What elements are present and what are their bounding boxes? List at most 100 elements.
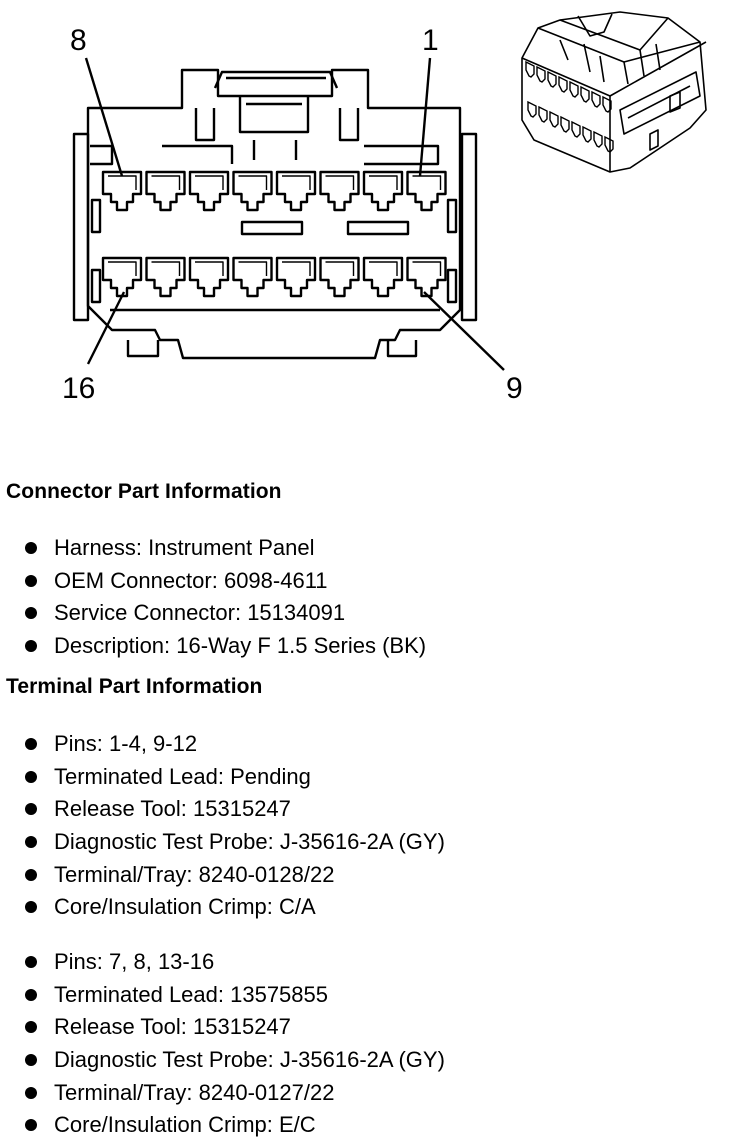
bullet-icon: [25, 1119, 37, 1132]
terminal-cavity: [232, 170, 273, 212]
terminal-cavity: [275, 170, 317, 212]
list-item: Release Tool: 15315247: [0, 1011, 445, 1044]
list-item-text: OEM Connector: 6098-4611: [54, 567, 328, 593]
terminal-cavity: [145, 256, 186, 298]
terminal-cavity-inner: [238, 175, 268, 190]
bullet-icon: [25, 803, 37, 816]
bullet-icon: [25, 1086, 37, 1099]
bullet-icon: [25, 574, 37, 587]
pin-label-9: 9: [506, 372, 523, 405]
terminal-cavity-inner: [195, 261, 224, 276]
list-item-text: Harness: Instrument Panel: [54, 535, 315, 560]
list-item-text: Terminal/Tray: 8240-0127/22: [54, 1079, 335, 1105]
terminal-cavity-inner: [369, 261, 398, 276]
list-item: Core/Insulation Crimp: C/A: [0, 891, 445, 924]
terminal-cavity: [406, 256, 447, 298]
list-item: Core/Insulation Crimp: E/C: [0, 1109, 445, 1142]
list-item: Terminated Lead: 13575855: [0, 979, 445, 1012]
isometric-cavity: [593, 130, 603, 148]
list-item-text: Terminated Lead: 13575855: [54, 981, 328, 1007]
list-item: Terminal/Tray: 8240-0127/22: [0, 1077, 445, 1110]
list-item: Diagnostic Test Probe: J-35616-2A (GY): [0, 1044, 445, 1077]
isometric-cavity: [525, 60, 535, 78]
isometric-cavity: [591, 90, 601, 108]
terminal-cavity: [232, 256, 273, 298]
terminal-cavity-inner: [108, 175, 137, 190]
terminal-cavity: [101, 170, 143, 212]
terminal-cavity-inner: [412, 175, 442, 190]
terminal-cavity: [188, 256, 230, 298]
leader-line-pin-16: [86, 291, 126, 365]
terminal-cavity-inner: [151, 175, 181, 190]
isometric-cavity: [547, 70, 557, 88]
terminal-cavity-inner: [325, 175, 355, 190]
list-item-text: Diagnostic Test Probe: J-35616-2A (GY): [54, 829, 445, 855]
terminal-cavity-inner: [238, 261, 268, 276]
isometric-terminal-cavities: [525, 60, 614, 153]
terminal-cavity: [101, 256, 143, 298]
list-item-text: Terminated Lead: Pending: [54, 763, 311, 789]
terminal-cavity: [145, 170, 186, 212]
leader-line-pin-9: [423, 291, 505, 371]
isometric-cavity: [558, 75, 568, 93]
pin-label-8: 8: [70, 24, 87, 57]
list-item: Terminated Lead: Pending: [0, 761, 445, 794]
isometric-cavity: [538, 105, 548, 123]
terminal-cavities-top-row: [101, 170, 447, 212]
connector-isometric-view: [521, 11, 707, 173]
connector-housing: [72, 68, 478, 360]
bullet-icon: [25, 542, 37, 554]
leader-line-pin-8: [84, 57, 124, 177]
bullet-icon: [25, 738, 37, 750]
list-item-text: Description: 16-Way F 1.5 Series (BK): [54, 633, 427, 659]
isometric-cavity: [527, 100, 537, 118]
bullet-icon: [25, 607, 37, 620]
pin-label-1: 1: [422, 24, 439, 57]
list-item: Pins: 7, 8, 13-16: [0, 946, 445, 979]
terminal-cavity: [362, 256, 404, 298]
isometric-cavity: [560, 115, 570, 133]
list-item: Description: 16-Way F 1.5 Series (BK): [0, 630, 426, 663]
list-item-text: Diagnostic Test Probe: J-35616-2A (GY): [54, 1047, 445, 1073]
bullet-icon: [25, 988, 37, 1001]
terminal-cavity-inner: [325, 261, 355, 276]
bullet-icon: [25, 770, 37, 783]
list-item: Terminal/Tray: 8240-0128/22: [0, 859, 445, 892]
connector-part-info-heading: Connector Part Information: [6, 480, 282, 503]
terminal-cavity-inner: [151, 261, 181, 276]
terminal-cavity-inner: [282, 175, 311, 190]
isometric-cavity: [602, 95, 612, 113]
terminal-cavity: [188, 170, 230, 212]
leader-line-pin-1: [418, 57, 432, 177]
list-item-text: Release Tool: 15315247: [54, 1014, 291, 1040]
list-item: Diagnostic Test Probe: J-35616-2A (GY): [0, 826, 445, 859]
terminal-cavities-bottom-row: [101, 256, 447, 298]
terminal-cavity-inner: [412, 261, 442, 276]
isometric-cavity: [571, 120, 581, 138]
terminal-cavity: [362, 170, 404, 212]
list-item-text: Pins: 1-4, 9-12: [54, 731, 198, 756]
terminal-cavity-inner: [108, 261, 137, 276]
list-item-text: Service Connector: 15134091: [54, 600, 346, 626]
list-item: Harness: Instrument Panel: [0, 532, 426, 565]
list-item-text: Release Tool: 15315247: [54, 796, 291, 822]
list-item-text: Core/Insulation Crimp: C/A: [54, 894, 316, 920]
list-item-text: Terminal/Tray: 8240-0128/22: [54, 861, 335, 887]
isometric-cavity: [604, 135, 614, 153]
list-item: Pins: 1-4, 9-12: [0, 728, 445, 761]
terminal-cavity: [275, 256, 317, 298]
bullet-icon: [25, 1021, 37, 1034]
pin-label-16: 16: [62, 372, 95, 405]
isometric-cavity: [569, 80, 579, 98]
bullet-icon: [25, 1054, 37, 1067]
list-item: Service Connector: 15134091: [0, 597, 426, 630]
terminal-cavity-inner: [282, 261, 311, 276]
bullet-icon: [25, 956, 37, 968]
list-item-text: Pins: 7, 8, 13-16: [54, 949, 215, 974]
list-item-text: Core/Insulation Crimp: E/C: [54, 1112, 316, 1138]
bullet-icon: [25, 901, 37, 914]
isometric-cavity: [536, 65, 546, 83]
